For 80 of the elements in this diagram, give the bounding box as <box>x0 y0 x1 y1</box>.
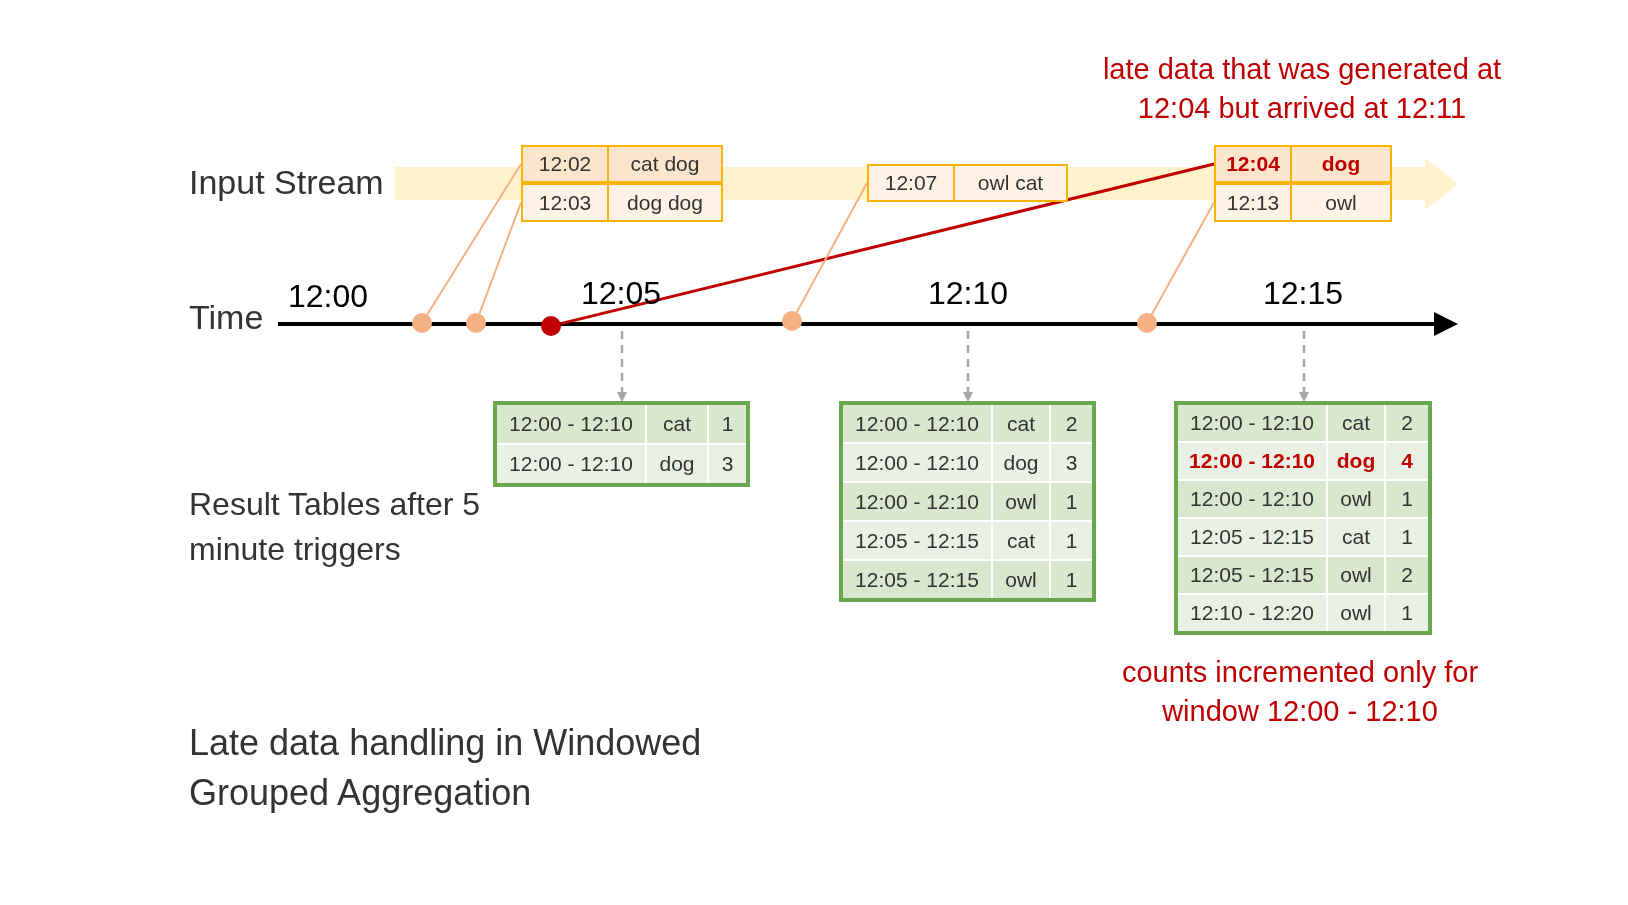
section-label: Result Tables after 5 minute triggers <box>189 485 482 569</box>
table-cell: cat <box>1328 519 1384 555</box>
tick-label: 12:00 <box>288 278 369 315</box>
input-record-row <box>1214 183 1392 222</box>
table-cell: 1 <box>709 405 746 443</box>
table-cell: 1 <box>1386 519 1428 555</box>
input-record-row <box>867 164 1068 202</box>
words-cell-text: dog dog <box>626 189 704 216</box>
result-table <box>493 401 750 487</box>
timestamp-cell: 12:02 <box>523 147 609 181</box>
diagram-caption: Late data handling in Windowed Grouped Aggregation <box>189 721 703 815</box>
table-cell: 12:00 - 12:10 <box>1178 405 1326 441</box>
words-cell-text: owl <box>1324 189 1358 216</box>
connector-line <box>560 162 1215 326</box>
table-cell: 12:00 - 12:10 <box>843 483 991 520</box>
connector-line <box>1150 201 1215 316</box>
input-record-row <box>1214 145 1392 183</box>
input-record-row <box>521 183 723 222</box>
event-dot <box>412 313 432 333</box>
table-cell: dog <box>993 444 1049 481</box>
annotation-note: counts incremented only for window 12:00 - 12:10 <box>1120 655 1480 729</box>
table-cell: owl <box>1328 481 1384 517</box>
event-dot <box>1137 313 1157 333</box>
table-cell: dog <box>1328 443 1384 479</box>
tick-label: 12:15 <box>1262 275 1344 312</box>
dashed-arrow <box>963 331 973 402</box>
event-dot <box>541 316 561 336</box>
table-cell: 3 <box>1051 444 1092 481</box>
table-cell: dog <box>647 445 707 483</box>
table-cell: cat <box>1328 405 1384 441</box>
table-cell: 12:05 - 12:15 <box>1178 557 1326 593</box>
timestamp-cell: 12:04 <box>1216 147 1292 181</box>
table-cell: 1 <box>1051 561 1092 598</box>
table-cell: 3 <box>709 445 746 483</box>
table-cell: 12:00 - 12:10 <box>843 405 991 442</box>
event-dot <box>782 311 802 331</box>
result-table <box>1174 401 1432 635</box>
words-cell-text: dog <box>1320 151 1362 177</box>
event-dot <box>466 313 486 333</box>
table-cell: 12:00 - 12:10 <box>1178 481 1326 517</box>
table-cell: 12:00 - 12:10 <box>497 445 645 483</box>
connector-line <box>795 182 868 314</box>
table-cell: 12:05 - 12:15 <box>843 522 991 559</box>
table-cell: 1 <box>1051 483 1092 520</box>
table-cell: owl <box>1328 557 1384 593</box>
table-cell: 12:00 - 12:10 <box>497 405 645 443</box>
timestamp-cell: 12:07 <box>869 166 955 200</box>
table-cell: 12:05 - 12:15 <box>843 561 991 598</box>
tick-label: 12:10 <box>927 275 1009 312</box>
table-cell: 12:05 - 12:15 <box>1178 519 1326 555</box>
table-cell: 12:00 - 12:10 <box>1178 443 1326 479</box>
table-cell: 2 <box>1386 405 1428 441</box>
dashed-arrow <box>617 331 627 402</box>
words-cell-text: cat dog <box>629 151 701 177</box>
table-cell: owl <box>993 561 1049 598</box>
table-cell: 1 <box>1386 595 1428 631</box>
annotation-note: late data that was generated at 12:04 but arrived at 12:11 <box>1102 52 1502 126</box>
row-label: Input Stream <box>189 163 384 202</box>
table-cell: cat <box>993 522 1049 559</box>
dashed-arrow <box>1299 331 1309 402</box>
result-table <box>839 401 1096 602</box>
connector-line <box>478 201 522 315</box>
connector-line <box>426 163 522 316</box>
table-cell: 1 <box>1386 481 1428 517</box>
table-cell: 2 <box>1386 557 1428 593</box>
table-cell: cat <box>647 405 707 443</box>
timestamp-cell: 12:03 <box>523 185 609 220</box>
words-cell-text: owl cat <box>976 170 1045 196</box>
table-cell: cat <box>993 405 1049 442</box>
input-record-row <box>521 145 723 183</box>
table-cell: owl <box>993 483 1049 520</box>
axis-label: Time <box>189 298 264 337</box>
tick-label: 12:05 <box>580 275 662 312</box>
table-cell: 12:10 - 12:20 <box>1178 595 1326 631</box>
table-cell: owl <box>1328 595 1384 631</box>
timestamp-cell: 12:13 <box>1216 185 1292 220</box>
table-cell: 2 <box>1051 405 1092 442</box>
table-cell: 4 <box>1386 443 1428 479</box>
table-cell: 12:00 - 12:10 <box>843 444 991 481</box>
table-cell: 1 <box>1051 522 1092 559</box>
